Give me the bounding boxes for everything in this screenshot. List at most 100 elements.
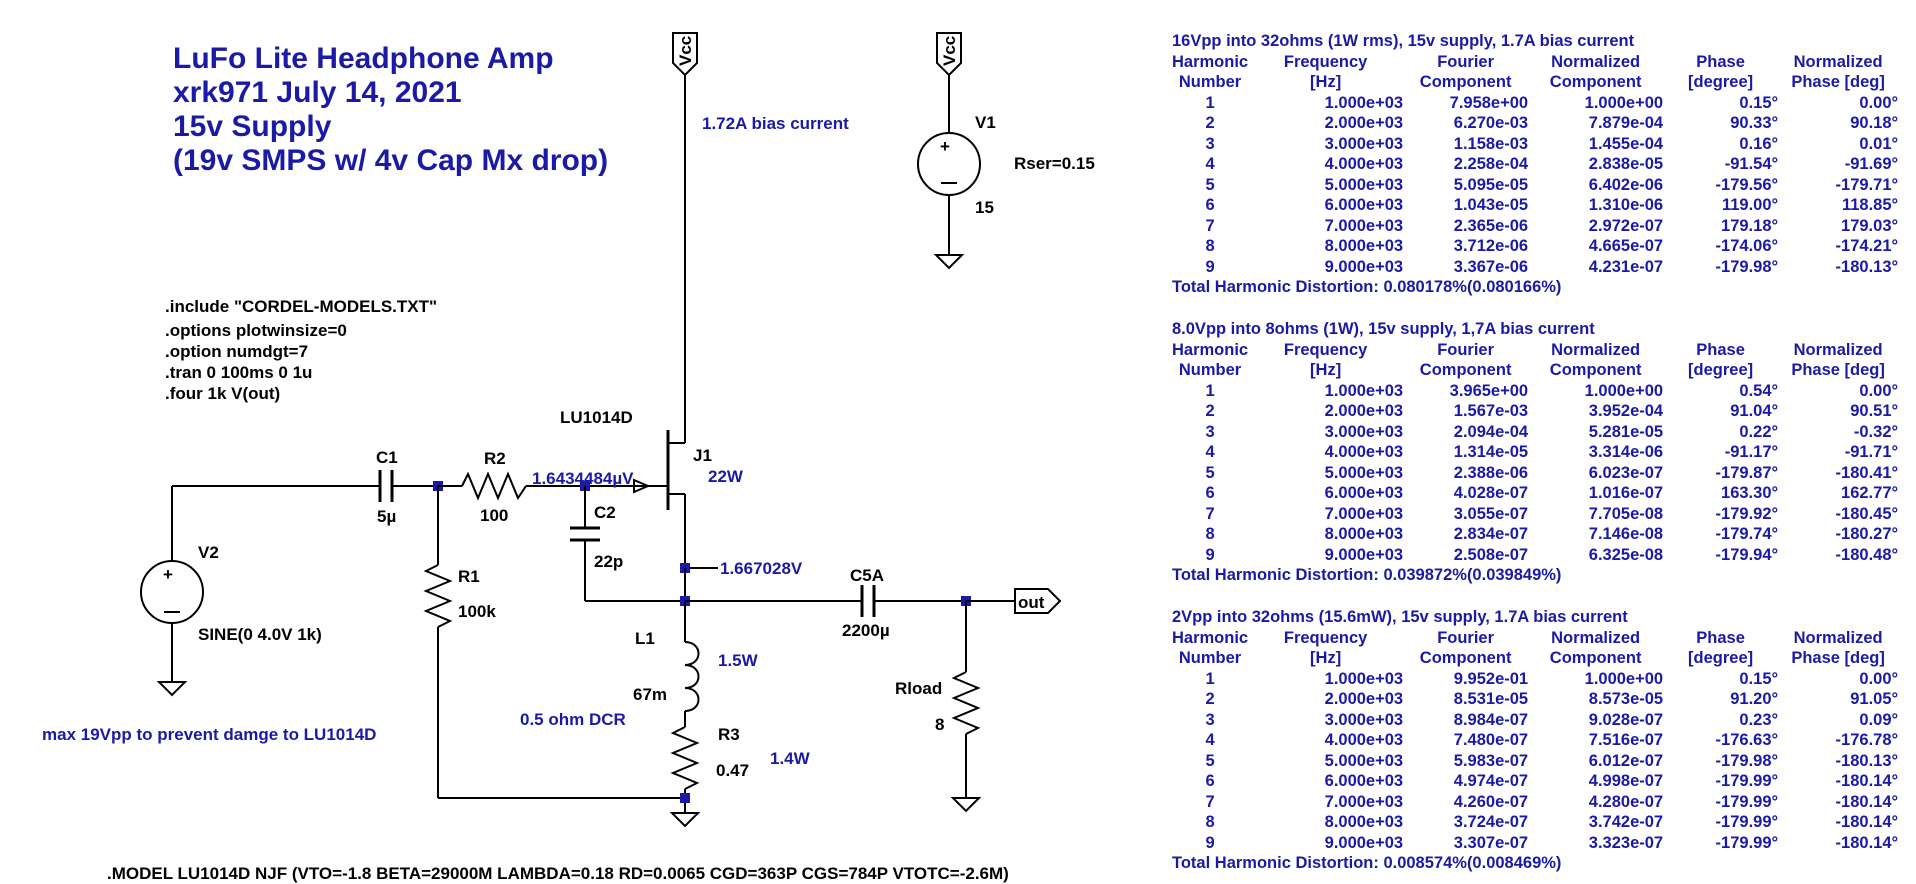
- harmonic-cell: 1.158e-03: [1453, 134, 1529, 153]
- title-line-2: xrk971 July 14, 2021: [173, 76, 462, 109]
- col-component: Component: [1549, 649, 1642, 667]
- col-phase: Phase: [1696, 52, 1745, 71]
- resistor-r2: R2 100: [438, 449, 585, 525]
- harmonic-cell: 9: [1205, 545, 1215, 564]
- fourier-3-header: 2Vpp into 32ohms (15.6mW), 15v supply, 1…: [1172, 608, 1628, 626]
- harmonic-cell: 1.000e+00: [1584, 93, 1664, 112]
- directive-plotwinsize: .options plotwinsize=0: [165, 321, 347, 340]
- harmonic-cell: 4.231e-07: [1588, 257, 1664, 276]
- rload-name: Rload: [895, 679, 942, 698]
- harmonic-cell: -179.92°: [1715, 504, 1779, 523]
- fourier-2-column-subheaders: Number [Hz] Component Component [degree]…: [1172, 360, 1898, 381]
- harmonic-cell: 4.028e-07: [1453, 484, 1529, 502]
- harmonic-cell: 2: [1205, 114, 1215, 132]
- harmonic-cell: 5.281e-05: [1588, 422, 1664, 441]
- harmonic-cell: 3.055e-07: [1453, 504, 1529, 523]
- harmonic-cell: 1.000e+03: [1324, 93, 1404, 112]
- harmonic-cell: 6: [1205, 196, 1215, 214]
- fourier-2-thd: Total Harmonic Distortion: 0.039872%(0.0…: [1172, 566, 1562, 584]
- r3-power: 1.4W: [770, 749, 811, 768]
- harmonic-cell: 0.01°: [1859, 134, 1899, 153]
- col-hz: [Hz]: [1310, 649, 1342, 667]
- harmonic-cell: 9: [1205, 833, 1215, 852]
- harmonic-cell: 4: [1205, 731, 1215, 749]
- harmonic-cell: 8.000e+03: [1324, 525, 1404, 543]
- title-block: LuFo Lite Headphone Amp xrk971 July 14, …: [173, 42, 608, 177]
- harmonic-cell: 1.000e+00: [1584, 669, 1664, 688]
- r2-name: R2: [484, 449, 506, 468]
- resistor-r1: R1 100k: [423, 486, 685, 799]
- harmonic-cell: 1.310e-06: [1588, 196, 1664, 214]
- col-fourier: Fourier: [1437, 52, 1495, 71]
- harmonic-cell: 6.000e+03: [1324, 772, 1404, 790]
- harmonic-cell: 6.402e-06: [1588, 175, 1664, 194]
- v1-series-resistance: Rser=0.15: [1014, 154, 1095, 173]
- harmonic-cell: 4.000e+03: [1324, 731, 1404, 749]
- fourier-3-column-headers: Harmonic Frequency Fourier Normalized Ph…: [1172, 628, 1898, 649]
- harmonic-cell: 91.05°: [1850, 690, 1899, 708]
- c5a-name: C5A: [850, 566, 884, 585]
- harmonic-cell: 9.000e+03: [1324, 545, 1404, 564]
- col-normalized: Normalized: [1551, 52, 1641, 71]
- fourier-1-thd: Total Harmonic Distortion: 0.080178%(0.0…: [1172, 278, 1562, 296]
- title-line-3: 15v Supply: [173, 110, 332, 143]
- schematic-canvas: LuFo Lite Headphone Amp xrk971 July 14, …: [42, 32, 1095, 883]
- vcc-flag-v1: Vcc: [936, 32, 962, 77]
- l1-name: L1: [635, 629, 655, 648]
- harmonic-cell: -180.14°: [1835, 792, 1899, 811]
- harmonic-cell: 1: [1205, 669, 1215, 688]
- voltage-source-v1: + V1 15 Rser=0.15: [917, 75, 1095, 270]
- r1-name: R1: [458, 567, 480, 586]
- harmonic-cell: 8: [1205, 525, 1215, 543]
- col-normalized-phase: Normalized: [1793, 52, 1883, 71]
- col-degree: [degree]: [1688, 361, 1754, 379]
- harmonic-cell: -91.69°: [1844, 155, 1899, 173]
- harmonic-cell: -180.27°: [1835, 525, 1899, 543]
- col-normalized: Normalized: [1551, 628, 1641, 647]
- harmonic-cell: 1.016e-07: [1588, 484, 1664, 502]
- fourier-analysis-1: 16Vpp into 32ohms (1W rms), 15v supply, …: [1172, 31, 1902, 298]
- fourier-3-column-subheaders: Number [Hz] Component Component [degree]…: [1172, 648, 1898, 669]
- harmonic-cell: 1.314e-05: [1453, 443, 1529, 461]
- harmonic-cell: 2.365e-06: [1453, 216, 1529, 235]
- v1-name: V1: [975, 113, 996, 132]
- harmonic-cell: 0.22°: [1739, 422, 1779, 441]
- r3-value: 0.47: [716, 761, 749, 780]
- harmonic-cell: 2.508e-07: [1453, 545, 1529, 564]
- harmonic-cell: -179.99°: [1715, 833, 1779, 852]
- capacitor-c2: C2 22p: [570, 486, 685, 602]
- harmonic-cell: 0.09°: [1859, 710, 1899, 729]
- harmonic-cell: 8: [1205, 237, 1215, 255]
- harmonic-cell: -176.78°: [1835, 731, 1899, 749]
- fourier-3-table: Harmonic Frequency Fourier Normalized Ph…: [1172, 628, 1898, 854]
- col-component: Component: [1549, 73, 1642, 91]
- j1-power: 22W: [708, 467, 744, 486]
- l1-value: 67m: [633, 685, 667, 704]
- harmonic-cell: 1.043e-05: [1453, 196, 1529, 214]
- col-phase: Phase: [1696, 628, 1745, 647]
- directive-four: .four 1k V(out): [165, 384, 280, 403]
- harmonic-cell: -180.14°: [1835, 813, 1899, 831]
- spice-directives: .include "CORDEL-MODELS.TXT" .options pl…: [165, 297, 437, 403]
- harmonic-cell: 163.30°: [1721, 484, 1779, 502]
- inductor-l1: L1 67m 1.5W 0.5 ohm DCR: [520, 601, 759, 729]
- harmonic-cell: 4: [1205, 443, 1215, 461]
- input-warning-note: max 19Vpp to prevent damge to LU1014D: [42, 725, 376, 744]
- harmonic-cell: 7.000e+03: [1324, 504, 1404, 523]
- harmonic-cell: 5: [1205, 175, 1215, 194]
- harmonic-cell: 1.000e+00: [1584, 381, 1664, 400]
- harmonic-cell: 6.023e-07: [1588, 463, 1664, 482]
- fourier-2-header: 8.0Vpp into 8ohms (1W), 15v supply, 1,7A…: [1172, 320, 1595, 338]
- harmonic-cell: 90.18°: [1850, 114, 1899, 132]
- jfet-model-label: LU1014D: [560, 408, 633, 427]
- v2-name: V2: [198, 543, 219, 562]
